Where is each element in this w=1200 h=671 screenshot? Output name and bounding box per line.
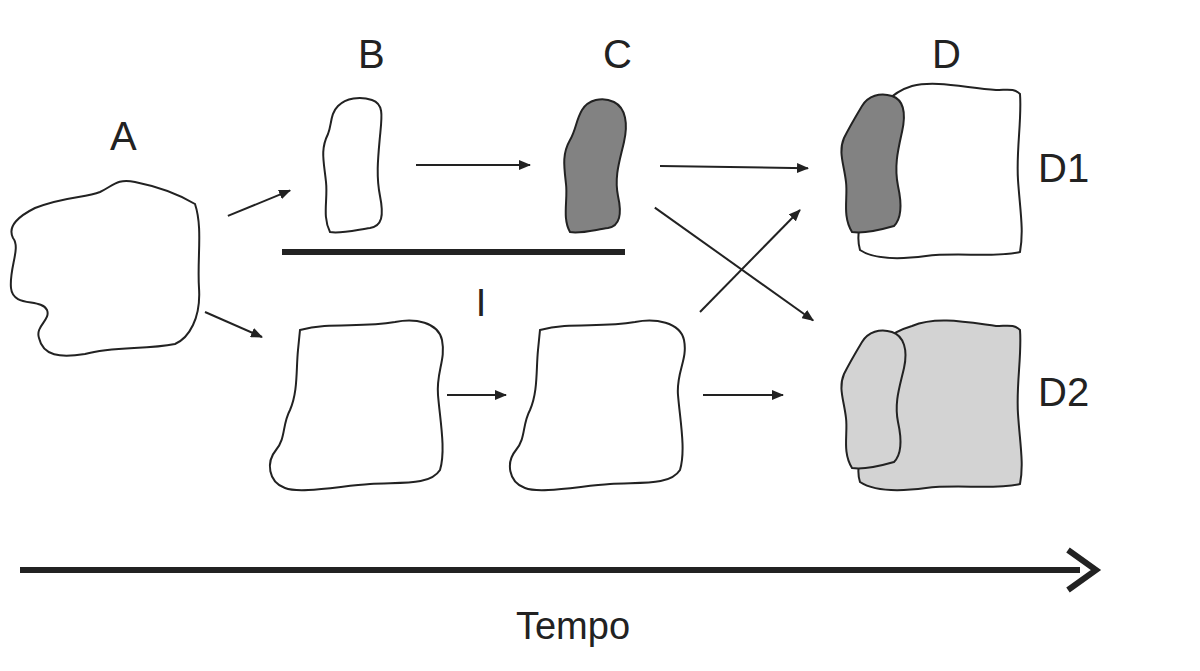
population-shape: B [316,96,388,234]
blob-outline [558,96,632,234]
time-axis [20,567,1080,573]
blob-outline [5,178,202,356]
arrow [205,312,262,337]
arrow [447,394,506,396]
arrow-connector [228,190,290,216]
population-label: D2 [1038,372,1089,412]
blob-path [841,94,903,232]
blob-path [841,330,905,468]
population-shape: D2 [836,314,1022,492]
arrow [703,394,783,396]
blob-outline [836,314,1022,492]
arrow-connector [416,164,530,166]
population-label: D1 [1038,148,1089,188]
axis-label: Tempo [516,607,630,645]
population-label: C [603,34,632,74]
blob-path [564,99,626,232]
population-blob [270,321,443,491]
population-label: D [932,34,961,74]
time-arrowhead [1068,550,1096,590]
population-blob [510,321,685,491]
population-shape: DD1 [836,80,1022,260]
blob-outline [316,96,388,234]
arrow-connector [660,166,808,168]
arrow-connector [655,208,813,321]
blob-path [323,98,382,233]
blob-outline [836,80,1022,260]
population-shape: C [558,96,632,234]
population-label: B [358,34,385,74]
population-label: A [110,116,137,156]
arrow [700,210,800,312]
population-shape: A [5,178,202,356]
blob-path [11,181,200,356]
barrier-label: I [476,284,487,322]
barrier-bar [282,249,625,255]
